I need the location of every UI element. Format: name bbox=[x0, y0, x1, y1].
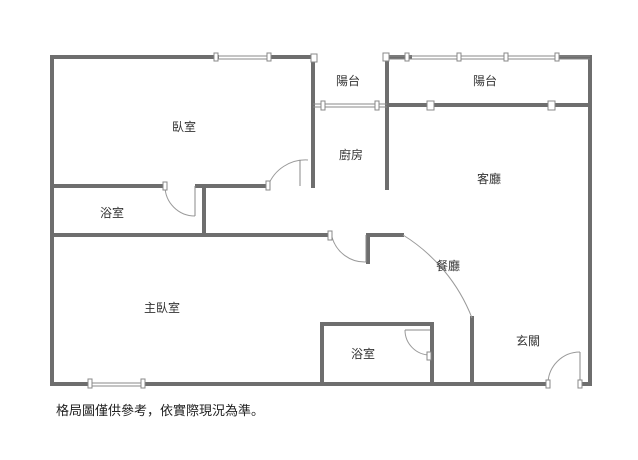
doors bbox=[162, 159, 583, 389]
door-swing-bath1 bbox=[164, 185, 196, 217]
label-bedroom: 臥室 bbox=[172, 119, 196, 134]
label-kitchen: 廚房 bbox=[339, 147, 363, 162]
label-living-room: 客廳 bbox=[477, 171, 501, 186]
room-labels: 臥室 浴室 陽台 陽台 廚房 客廳 餐廳 主臥室 浴室 玄關 bbox=[100, 73, 540, 361]
label-dining-room: 餐廳 bbox=[436, 258, 460, 273]
window-cap bbox=[266, 52, 272, 62]
door-swing-master bbox=[331, 236, 367, 263]
door-swing-dining bbox=[402, 234, 473, 319]
disclaimer-note: 格局圖僅供參考，依實際現況為準。 bbox=[56, 404, 265, 419]
window-cap bbox=[213, 52, 219, 62]
door-swing-bath2 bbox=[404, 329, 431, 356]
label-master-bedroom: 主臥室 bbox=[144, 300, 180, 315]
label-bathroom-1: 浴室 bbox=[100, 205, 124, 220]
door-swing-entrance bbox=[547, 351, 581, 385]
windows bbox=[87, 52, 590, 389]
label-bathroom-2: 浴室 bbox=[351, 346, 375, 361]
floor-plan: 臥室 浴室 陽台 陽台 廚房 客廳 餐廳 主臥室 浴室 玄關 bbox=[50, 52, 592, 389]
label-balcony-1: 陽台 bbox=[336, 73, 360, 88]
label-entrance: 玄關 bbox=[516, 333, 540, 348]
label-balcony-2: 陽台 bbox=[473, 73, 497, 88]
walls bbox=[50, 55, 592, 386]
window-cap bbox=[310, 53, 318, 63]
door-swing-bedroom bbox=[267, 159, 309, 187]
